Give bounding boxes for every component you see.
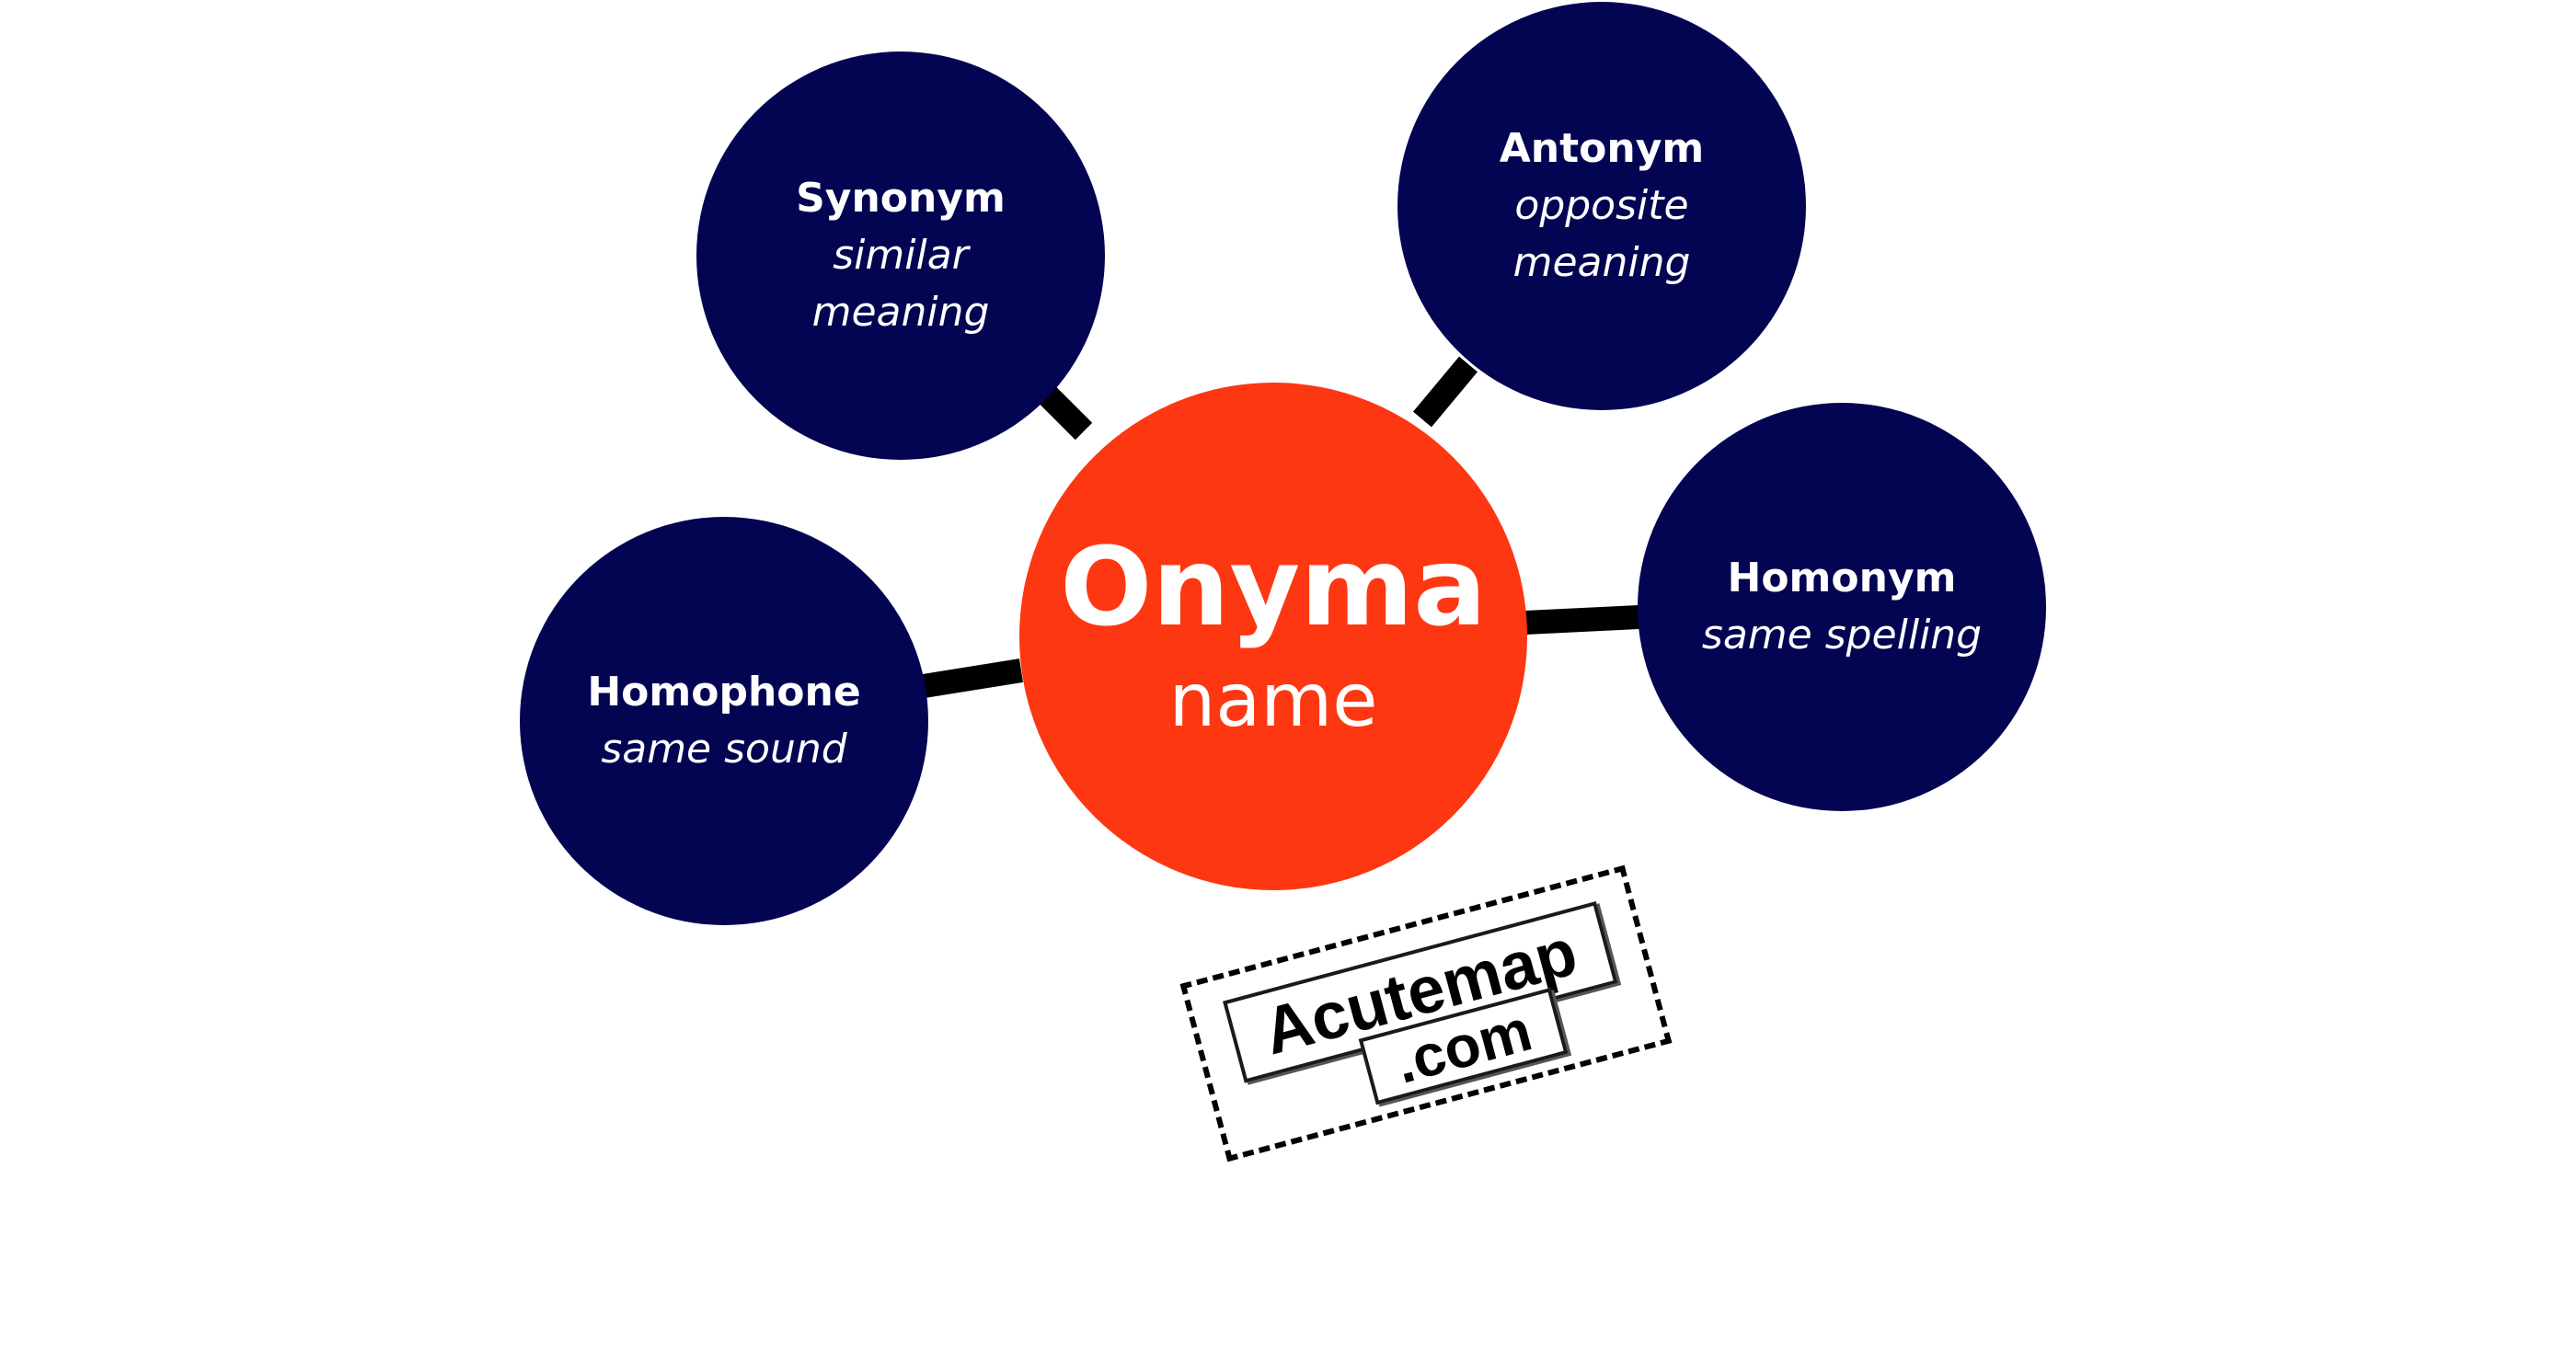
connector-homonym: [1524, 605, 1639, 635]
homophone-term: Homophone: [587, 669, 861, 716]
synonym-meaning: similar meaning: [811, 232, 990, 336]
homonym-meaning: same spelling: [1701, 612, 1983, 658]
center-meaning: name: [1168, 658, 1378, 743]
synonym-term: Synonym: [796, 175, 1006, 222]
center-term: Onyma: [1060, 523, 1487, 650]
synonym-node: Synonym similar meaning: [696, 52, 1105, 460]
homophone-meaning: same sound: [601, 726, 847, 773]
connector-homophone: [921, 658, 1024, 698]
homophone-node: Homophone same sound: [520, 517, 928, 925]
antonym-term: Antonym: [1499, 125, 1705, 172]
connector-antonym: [1413, 356, 1478, 428]
antonym-meaning: opposite meaning: [1512, 182, 1691, 286]
homonym-term: Homonym: [1727, 555, 1957, 601]
center-node-onyma: Onyma name: [1019, 383, 1527, 890]
antonym-node: Antonym opposite meaning: [1397, 2, 1806, 410]
homonym-node: Homonym same spelling: [1638, 403, 2046, 811]
